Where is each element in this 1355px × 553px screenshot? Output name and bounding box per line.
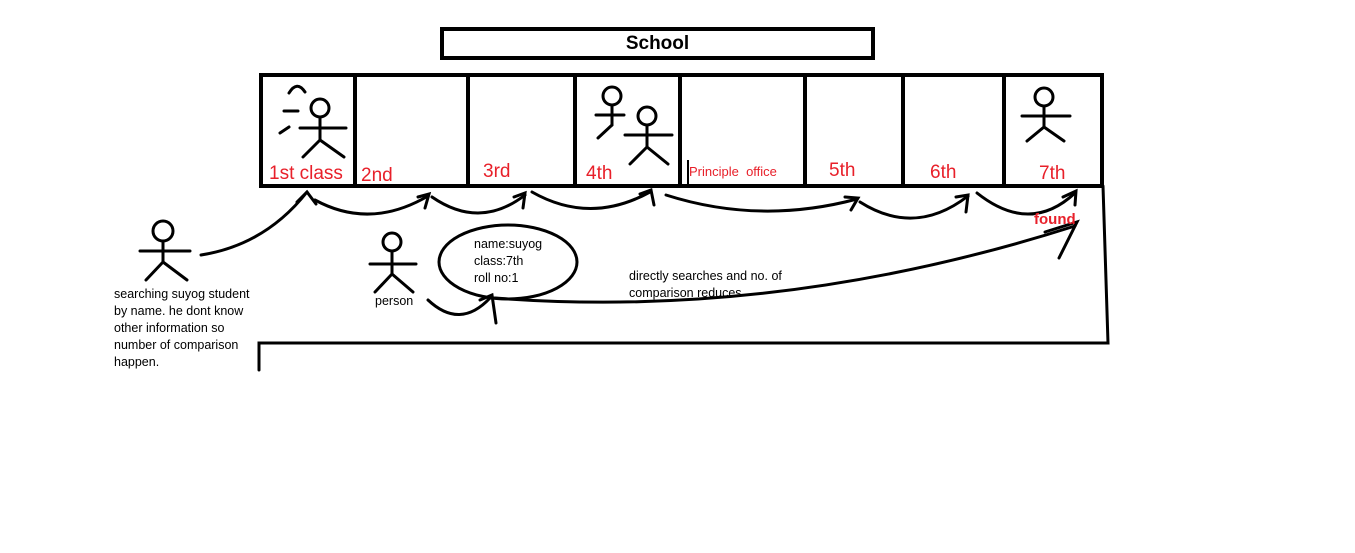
person-to-bubble-arrow bbox=[426, 296, 492, 316]
student-figure-1st-class bbox=[278, 84, 348, 159]
student-figure-4th-a bbox=[594, 85, 626, 140]
arrow-to-5th bbox=[664, 193, 859, 213]
info-bubble-text: name:suyog class:7th roll no:1 bbox=[474, 236, 542, 287]
searcher-note-line: by name. he dont know bbox=[114, 304, 244, 318]
direct-search-note-line: directly searches and no. of bbox=[629, 269, 782, 283]
person-label: person bbox=[375, 294, 414, 308]
searcher-note-line: searching suyog student bbox=[114, 287, 250, 301]
person-figure bbox=[368, 231, 418, 294]
searcher-note: searching suyog student by name. he dont… bbox=[114, 286, 250, 371]
school-title: School bbox=[440, 27, 875, 60]
student-figure-4th-b bbox=[623, 105, 674, 166]
room-label-principle-office: Principle office bbox=[689, 164, 777, 179]
room-label-2nd: 2nd bbox=[361, 165, 393, 186]
searcher-note-line: other information so bbox=[114, 321, 225, 335]
return-path-line bbox=[257, 184, 1110, 372]
searcher-figure bbox=[138, 219, 192, 282]
arrow-to-4th bbox=[530, 190, 652, 210]
sequential-search-arrows bbox=[199, 184, 1110, 372]
room-label-6th: 6th bbox=[930, 162, 957, 183]
searcher-note-line: happen. bbox=[114, 355, 160, 369]
room-label-3rd: 3rd bbox=[483, 161, 511, 182]
info-bubble-line: name:suyog bbox=[474, 237, 543, 251]
arrow-to-2nd bbox=[313, 194, 430, 216]
room-label-5th: 5th bbox=[829, 160, 856, 181]
room-label-4th: 4th bbox=[586, 163, 613, 184]
school-building bbox=[259, 73, 1104, 188]
student-figure-7th bbox=[1020, 86, 1072, 143]
room-label-1st-class: 1st class bbox=[269, 163, 343, 184]
info-bubble-line: class:7th bbox=[474, 254, 524, 268]
found-label: found bbox=[1034, 211, 1076, 228]
info-bubble-line: roll no:1 bbox=[474, 271, 519, 285]
arrow-to-3rd bbox=[430, 193, 527, 215]
direct-search bbox=[426, 219, 1080, 325]
direct-search-note-line: comparison reduces bbox=[629, 286, 742, 300]
room-label-7th: 7th bbox=[1039, 163, 1066, 184]
arrow-to-7th bbox=[975, 191, 1077, 216]
searcher-note-line: number of comparison bbox=[114, 338, 239, 352]
arrow-to-1st bbox=[199, 190, 309, 257]
direct-search-note: directly searches and no. of comparison … bbox=[629, 268, 782, 302]
direct-search-arrow bbox=[493, 224, 1077, 304]
arrow-to-6th bbox=[858, 194, 970, 220]
